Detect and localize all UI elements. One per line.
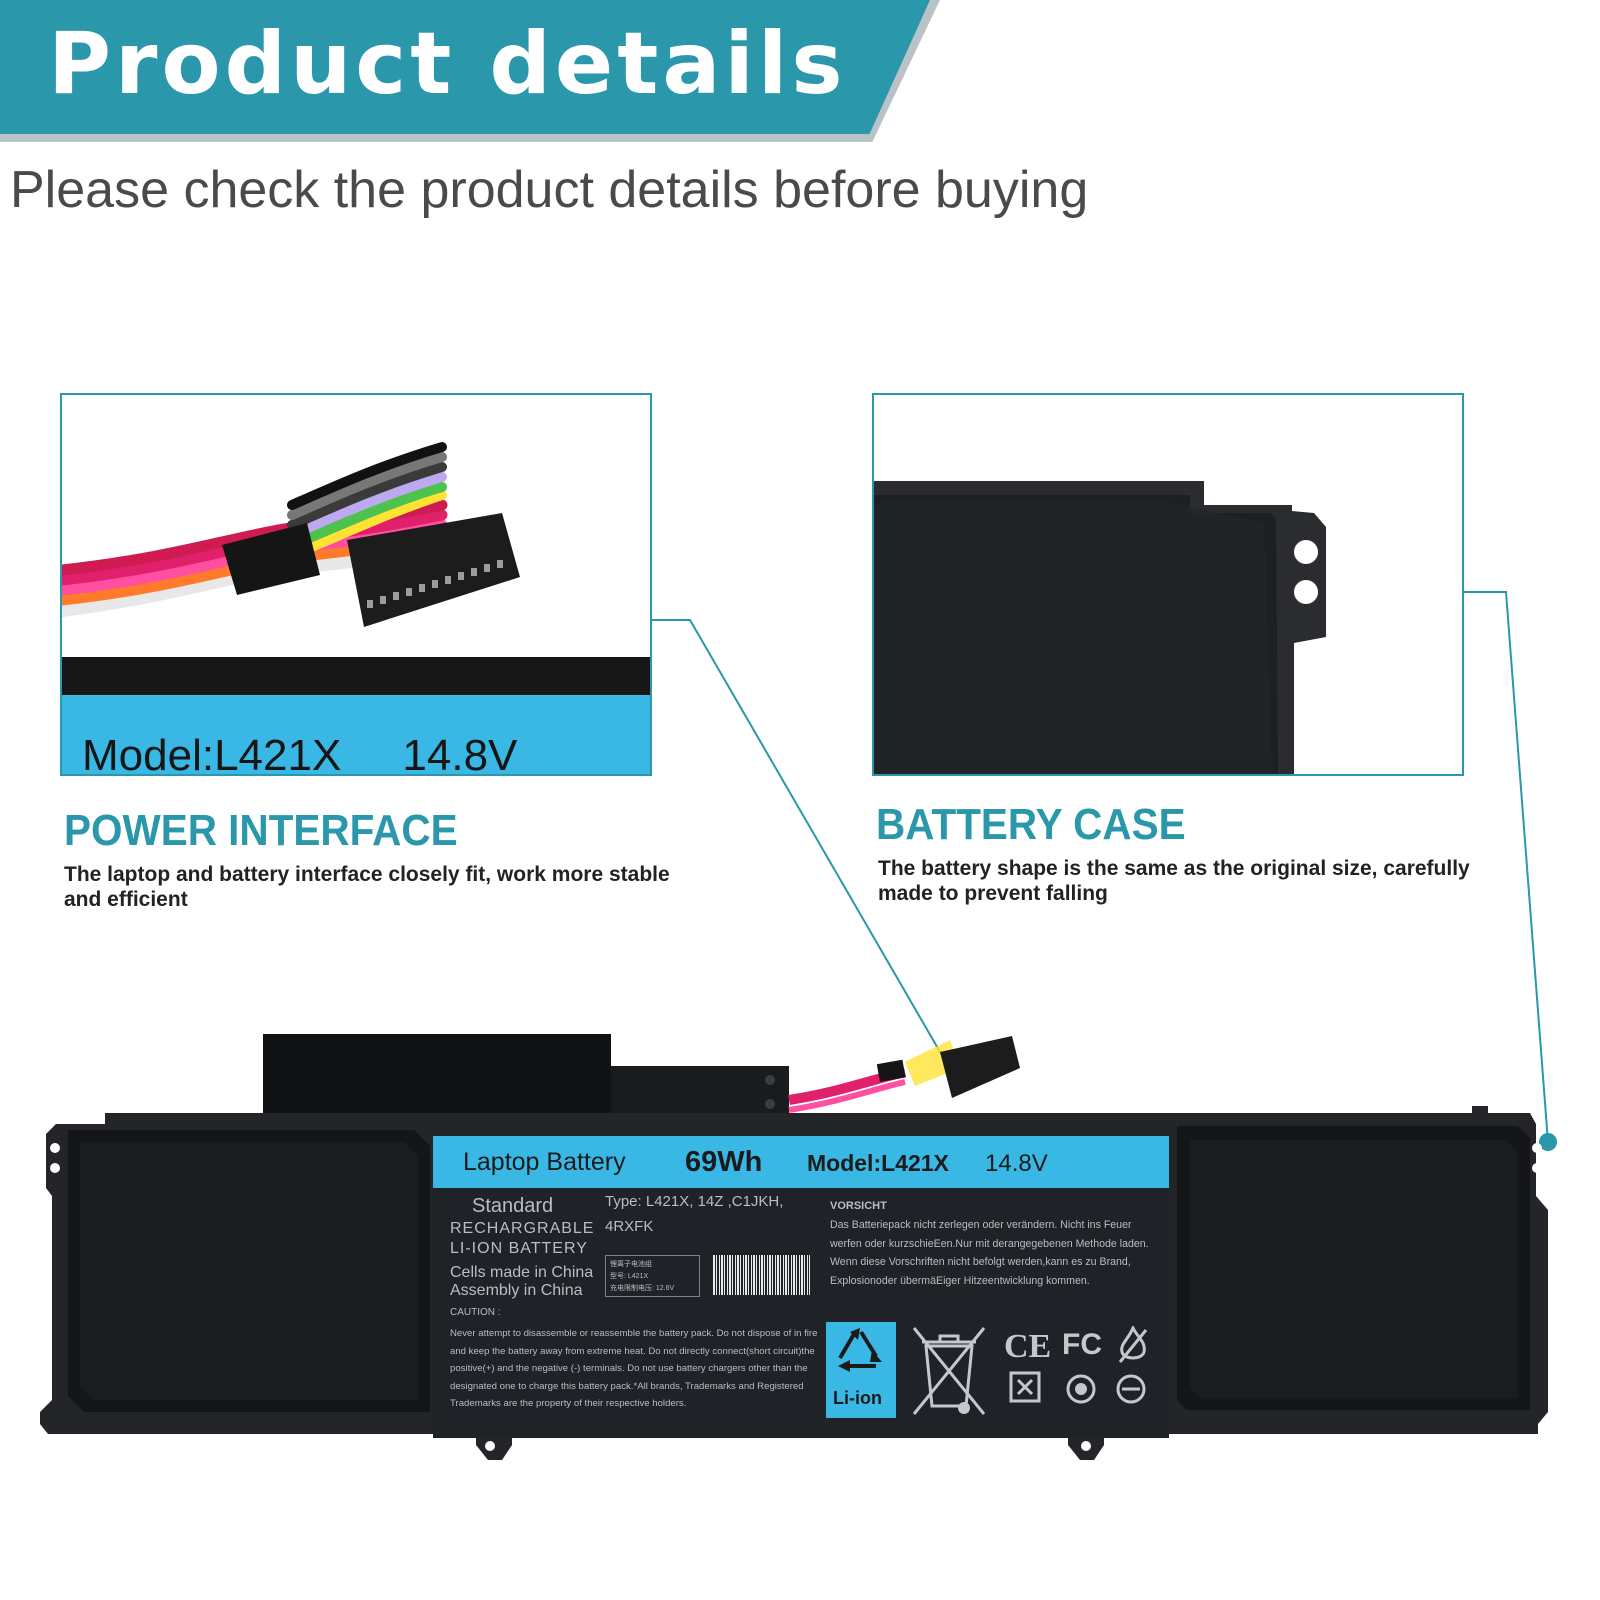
label-type-line1: Type: L421X, 14Z ,C1JKH, — [605, 1193, 784, 1210]
battery-case-title: BATTERY CASE — [876, 800, 1186, 849]
flame-warning-icon — [1118, 1326, 1148, 1363]
environmental-period-icon — [1066, 1374, 1096, 1404]
label-cells-origin: Cells made in China — [450, 1264, 594, 1281]
label-model: Model:L421X — [807, 1150, 949, 1176]
battery-label-strip — [433, 1136, 1169, 1188]
power-interface-zoom-image: Model:L421X 14.8V — [60, 393, 652, 776]
battery-case-description: The battery shape is the same as the ori… — [878, 857, 1470, 905]
ce-mark: CE — [1004, 1328, 1052, 1365]
cn-line-1: 锂离子电池组 — [610, 1261, 652, 1268]
recycle-badge: Li-ion — [826, 1322, 896, 1418]
battery-case-zoom-image — [872, 393, 1464, 776]
label-li-ion-battery: LI-ION BATTERY — [450, 1240, 588, 1257]
label-standard: Standard — [472, 1195, 554, 1217]
cn-line-2: 型号: L421X — [610, 1273, 649, 1280]
recycling-mark-icon — [1009, 1371, 1041, 1403]
caution-title: CAUTION : — [450, 1307, 501, 1318]
page-subtitle: Please check the product details before … — [10, 161, 1089, 219]
battery-disposal-icon — [1116, 1374, 1146, 1404]
label-rechargeable: RECHARGRABLE — [450, 1220, 595, 1237]
label-assembly-origin: Assembly in China — [450, 1282, 583, 1299]
label-voltage: 14.8V — [985, 1150, 1048, 1177]
fc-mark: FC — [1062, 1328, 1102, 1361]
recycle-icon — [838, 1328, 882, 1372]
vorsicht-text: Das Batteriepack nicht zerlegen oder ver… — [830, 1219, 1149, 1287]
recycle-li-ion-label: Li-ion — [833, 1388, 882, 1408]
weee-bin-icon — [912, 1327, 986, 1415]
power-interface-description: The laptop and battery interface closely… — [64, 863, 670, 911]
vorsicht-title: VORSICHT — [830, 1200, 887, 1212]
chinese-spec-box: 锂离子电池组 型号: L421X 充电限制电压: 12.6V — [605, 1255, 700, 1297]
cn-line-3: 充电限制电压: 12.6V — [610, 1285, 675, 1292]
header-banner — [0, 0, 930, 134]
label-capacity: 69Wh — [685, 1146, 763, 1178]
page-title: Product details — [48, 14, 847, 114]
power-interface-title: POWER INTERFACE — [64, 806, 458, 855]
label-type-line2: 4RXFK — [605, 1218, 654, 1235]
caution-text: Never attempt to disassemble or reassemb… — [450, 1328, 818, 1409]
zoom-model-label: Model:L421X 14.8V — [82, 731, 518, 776]
label-product-name: Laptop Battery — [463, 1148, 626, 1176]
battery-image — [40, 1034, 1548, 1460]
barcode — [713, 1255, 810, 1295]
